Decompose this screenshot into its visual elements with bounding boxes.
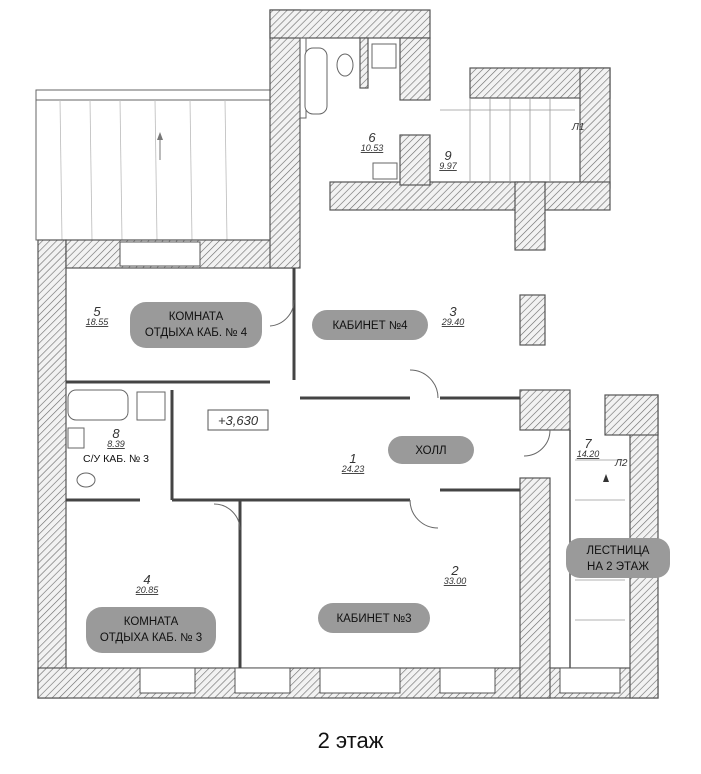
elevation-mark: +3,630 [218,413,259,428]
stair-mark-l2: Л2 [614,458,628,469]
shower-icon-2 [136,391,166,421]
shower-icon [371,43,397,69]
room-2-number: 2 [450,563,459,578]
room-5-tag [130,302,262,348]
room-5-number: 5 [93,304,101,319]
room-6: 6 10.53 [361,130,384,153]
room-5: 5 18.55 КОМНАТА ОТДЫХА КАБ. № 4 [86,302,262,348]
room-4-label-line1: КОМНАТА [124,616,179,628]
sink-icon-2 [67,427,85,449]
elevation-box [207,409,269,431]
room-6-number: 6 [368,130,376,145]
sink-icon [372,162,398,180]
fixtures [67,43,398,488]
room-4-tag [86,607,216,653]
room-7-tag [566,538,670,578]
room-6-area: 10.53 [361,143,384,153]
room-1-number: 1 [349,451,356,466]
room-4-label-line2: ОТДЫХА КАБ. № 3 [100,632,202,644]
room-7: 7 14.20 ЛЕСТНИЦА НА 2 ЭТАЖ [566,436,670,578]
room-2-label: КАБИНЕТ №3 [336,613,411,625]
stair-direction-icon [603,474,609,482]
room-9-area: 9.97 [439,161,458,171]
stair-mark-l1: Л1 [571,122,584,133]
room-7-label-line2: НА 2 ЭТАЖ [587,561,649,573]
balcony [35,89,271,241]
bathtub-icon [304,47,328,115]
room-7-number: 7 [584,436,592,451]
room-8-number: 8 [112,426,120,441]
room-3-number: 3 [449,304,457,319]
room-2-area: 33.00 [444,576,467,586]
room-8-area: 8.39 [107,439,125,449]
room-9-number: 9 [444,148,451,163]
bathtub-icon-2 [67,389,129,421]
room-2-tag [318,603,430,633]
room-7-area: 14.20 [577,449,600,459]
room-1-tag [388,436,474,464]
floor-caption: 2 этаж [317,728,384,753]
room-8-label: С/У КАБ. № 3 [83,453,149,465]
room-4-number: 4 [143,572,150,587]
room-1: 1 24.23 ХОЛЛ [341,436,474,474]
room-4: 4 20.85 КОМНАТА ОТДЫХА КАБ. № 3 [86,572,216,653]
room-9: 9 9.97 [439,148,458,171]
room-2: 2 33.00 КАБИНЕТ №3 [318,563,466,633]
toilet-icon-2 [76,472,96,488]
room-1-label: ХОЛЛ [415,445,446,457]
walls [37,9,659,699]
room-8: 8 8.39 С/У КАБ. № 3 [83,426,149,465]
room-3-label: КАБИНЕТ №4 [332,320,408,332]
room-1-area: 24.23 [341,464,365,474]
floor-plan: +3,630 Л1 Л2 1 24.23 ХОЛЛ 2 33.00 КАБИНЕ… [35,9,670,699]
room-5-area: 18.55 [86,317,110,327]
room-7-label-line1: ЛЕСТНИЦА [587,545,650,557]
room-5-label-line2: ОТДЫХА КАБ. № 4 [145,327,248,339]
room-4-area: 20.85 [135,585,160,595]
room-3: 3 29.40 КАБИНЕТ №4 [312,304,464,340]
room-3-area: 29.40 [441,317,465,327]
room-3-tag [312,310,428,340]
room-5-label-line1: КОМНАТА [169,311,224,323]
toilet-icon [336,53,354,77]
